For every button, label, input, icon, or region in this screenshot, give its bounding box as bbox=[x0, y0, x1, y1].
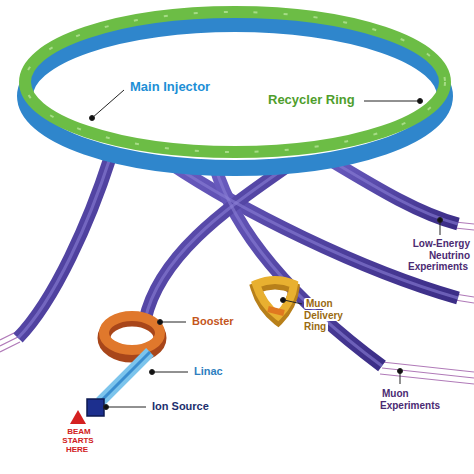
part-label-box: Booster bbox=[190, 315, 236, 328]
muon-ring-segment bbox=[268, 309, 284, 313]
part-label: Linac bbox=[192, 365, 225, 377]
recycler-ring bbox=[25, 12, 445, 152]
part-label-box: Ion Source bbox=[150, 400, 211, 413]
part-label: Muon Experiments bbox=[380, 388, 442, 411]
part-label: Muon Delivery Ring bbox=[304, 298, 343, 332]
start-label-box: BEAM STARTS HERE bbox=[58, 427, 98, 455]
part-label: Recycler Ring bbox=[266, 92, 357, 107]
ring-arrows bbox=[25, 12, 445, 152]
part-label-box: Muon Experiments bbox=[380, 388, 454, 411]
start-label: BEAM STARTS HERE bbox=[62, 427, 93, 454]
part-label-box: Low-Energy Neutrino Experiments bbox=[400, 238, 470, 273]
muon-delivery-ring bbox=[256, 280, 294, 316]
booster-ring bbox=[104, 316, 160, 350]
part-label: Low-Energy Neutrino Experiments bbox=[408, 238, 470, 272]
linac bbox=[100, 352, 150, 402]
leader-lines bbox=[90, 90, 443, 410]
beam-lines bbox=[18, 158, 458, 366]
linac-edge bbox=[100, 352, 150, 402]
part-label: Main Injector bbox=[128, 79, 212, 94]
part-label: Ion Source bbox=[150, 400, 211, 412]
beam-start-arrow bbox=[70, 410, 86, 424]
part-label-box: Main Injector bbox=[128, 80, 212, 95]
part-label-box: Muon Delivery Ring bbox=[304, 298, 360, 333]
part-label-box: Linac bbox=[192, 365, 225, 378]
part-label-box: Recycler Ring bbox=[266, 93, 357, 108]
ion-source-cube bbox=[87, 399, 104, 416]
part-label: Booster bbox=[190, 315, 236, 327]
